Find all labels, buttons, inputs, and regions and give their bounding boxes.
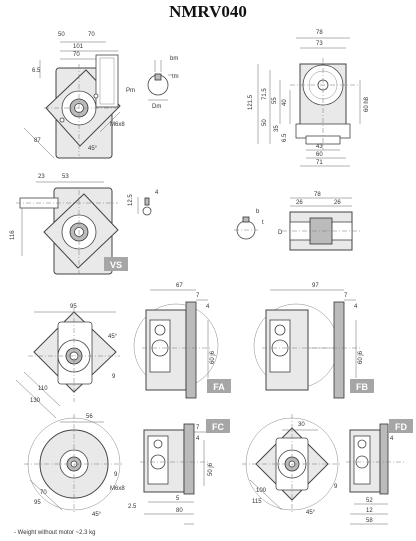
fa-view: 95 45° 9 110 130 67 7 4 60 j6 FA	[15, 283, 231, 419]
hollow-shaft-detail: 78 26 26 b t D	[234, 192, 360, 251]
dim-40: 40	[282, 99, 288, 106]
dim-7: 7	[196, 293, 200, 299]
dim-78: 78	[316, 30, 323, 36]
badge-fb: FB	[350, 379, 374, 393]
dim-71-5: 71.5	[262, 88, 268, 100]
label-dm: Dm	[152, 104, 161, 110]
label-pm: Pm	[126, 88, 135, 94]
badge-vs: VS	[104, 257, 128, 271]
fb-view: 97 7 4 60 j6 FB	[253, 283, 374, 399]
weight-footnote: - Weight without motor ~2.3 kg	[14, 530, 96, 536]
dim-2-5: 2.5	[128, 504, 137, 510]
dim-100: 100	[256, 488, 267, 494]
badge-fd: FD	[389, 419, 413, 433]
dim-m6x8: M6x8	[110, 486, 125, 492]
dim-9: 9	[112, 374, 116, 380]
dim-7: 7	[344, 293, 348, 299]
dim-115: 115	[252, 499, 262, 505]
dim-130: 130	[30, 398, 41, 404]
dim-52: 52	[366, 498, 373, 504]
dim-60-j6: 60 j6	[210, 350, 216, 364]
dim-7: 7	[196, 425, 200, 431]
dim-55: 55	[272, 97, 278, 104]
vs-view: 23 53 116 12.5 4 VS	[10, 174, 159, 275]
dim-45deg: 45°	[108, 334, 118, 340]
dim-50-j6: 50 j6	[208, 462, 214, 476]
dim-m6x8: M6x8	[110, 122, 125, 128]
main-front-view: 50 70 101 70 6.5 Pm 87 45° M6x8	[23, 32, 135, 159]
dim-35: 35	[274, 125, 280, 132]
dim-87: 87	[34, 138, 41, 144]
dim-70: 70	[40, 490, 47, 496]
dim-101: 101	[73, 44, 84, 50]
dim-60-h8: 60 h8	[364, 96, 370, 112]
page-title: NMRV040	[169, 2, 247, 21]
svg-text:FD: FD	[395, 422, 407, 432]
fc-view: 56 70 95 45° 9 M6x8 7 4 50 j6 5 80 2.5	[24, 414, 230, 525]
motor-shaft-detail: bm tm Dm	[147, 56, 179, 110]
badge-fa: FA	[207, 379, 231, 393]
dim-9: 9	[334, 484, 338, 490]
dim-12: 12	[366, 508, 373, 514]
dim-70-top: 70	[88, 32, 95, 38]
dim-4: 4	[390, 436, 394, 442]
dim-58: 58	[366, 518, 373, 524]
dim-26-right: 26	[334, 200, 341, 206]
dim-70: 70	[73, 52, 80, 58]
dim-30: 30	[298, 422, 305, 428]
fd-view: 30 100 115 45° 9 7 4 52 58 12 FD	[242, 414, 413, 525]
dim-95: 95	[34, 500, 41, 506]
dim-110: 110	[38, 386, 48, 392]
dim-95: 95	[70, 304, 77, 310]
dim-4: 4	[354, 304, 358, 310]
main-side-view: 78 73 121.5 71.5 55 40 50 35 6.5 43 60 7…	[248, 30, 370, 167]
label-d: D	[278, 230, 283, 236]
dim-50: 50	[262, 119, 268, 126]
dim-116: 116	[10, 230, 16, 240]
badge-fc: FC	[206, 419, 230, 433]
dim-6-5: 6.5	[32, 68, 41, 74]
dim-9: 9	[114, 472, 118, 478]
dim-60-j6: 60 j6	[358, 350, 364, 364]
dim-56: 56	[86, 414, 93, 420]
dim-23: 23	[38, 174, 45, 180]
dim-45deg: 45°	[92, 512, 102, 518]
dim-5: 5	[176, 496, 180, 502]
dim-26-left: 26	[296, 200, 303, 206]
dim-50: 50	[58, 32, 65, 38]
label-bm: bm	[170, 56, 178, 62]
dim-43: 43	[316, 144, 323, 150]
label-b: b	[256, 209, 260, 215]
dim-4: 4	[196, 436, 200, 442]
dim-12-5: 12.5	[128, 194, 134, 206]
label-tm: tm	[172, 74, 179, 80]
svg-text:FC: FC	[212, 422, 224, 432]
svg-text:VS: VS	[110, 260, 122, 270]
dim-60: 60	[316, 152, 323, 158]
dim-71: 71	[316, 160, 323, 166]
dim-78: 78	[314, 192, 321, 198]
dim-97: 97	[312, 283, 319, 289]
dim-73: 73	[316, 41, 323, 47]
dim-45deg: 45°	[306, 510, 316, 516]
dim-45deg: 45°	[88, 146, 98, 152]
dim-4: 4	[206, 304, 210, 310]
svg-text:FA: FA	[213, 382, 225, 392]
dim-4: 4	[155, 190, 159, 196]
dim-6-5: 6.5	[282, 133, 288, 142]
label-t: t	[262, 220, 264, 226]
dim-121-5: 121.5	[248, 94, 254, 110]
dim-53: 53	[62, 174, 69, 180]
dim-80: 80	[176, 508, 183, 514]
svg-text:FB: FB	[356, 382, 368, 392]
dim-67: 67	[176, 283, 183, 289]
